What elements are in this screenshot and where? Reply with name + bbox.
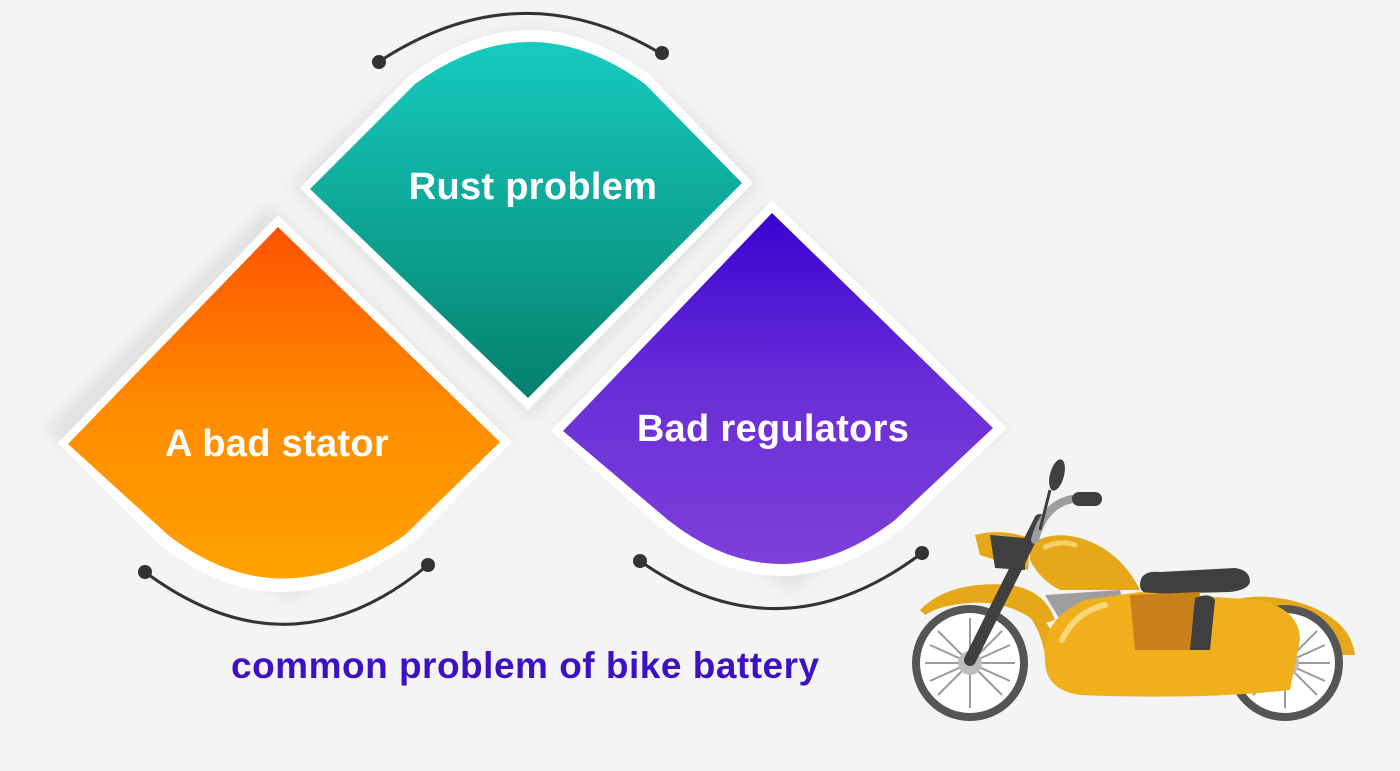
stator-problem-card	[45, 205, 512, 600]
regulators-problem-card	[551, 200, 1007, 590]
connector-dot	[633, 554, 647, 568]
right-connector-arc	[633, 546, 929, 611]
connector-dot	[138, 565, 152, 579]
stator-problem-label: A bad stator	[165, 423, 389, 465]
diagram-caption: common problem of bike battery	[231, 645, 820, 686]
top-connector-arc	[372, 12, 669, 69]
connector-dot	[655, 46, 669, 60]
stator-card-fill	[68, 227, 500, 579]
rust-problem-label: Rust problem	[408, 166, 658, 208]
connector-dot	[372, 55, 386, 69]
rust-problem-card	[290, 30, 760, 420]
left-connector-arc	[138, 558, 435, 626]
regulators-problem-label: Bad regulators	[636, 408, 910, 450]
connector-dot	[421, 558, 435, 572]
connector-dot	[915, 546, 929, 560]
rust-card-fill	[310, 42, 742, 398]
motorcycle-with-sidecar-icon	[912, 459, 1355, 721]
regulators-card-fill	[563, 213, 993, 564]
